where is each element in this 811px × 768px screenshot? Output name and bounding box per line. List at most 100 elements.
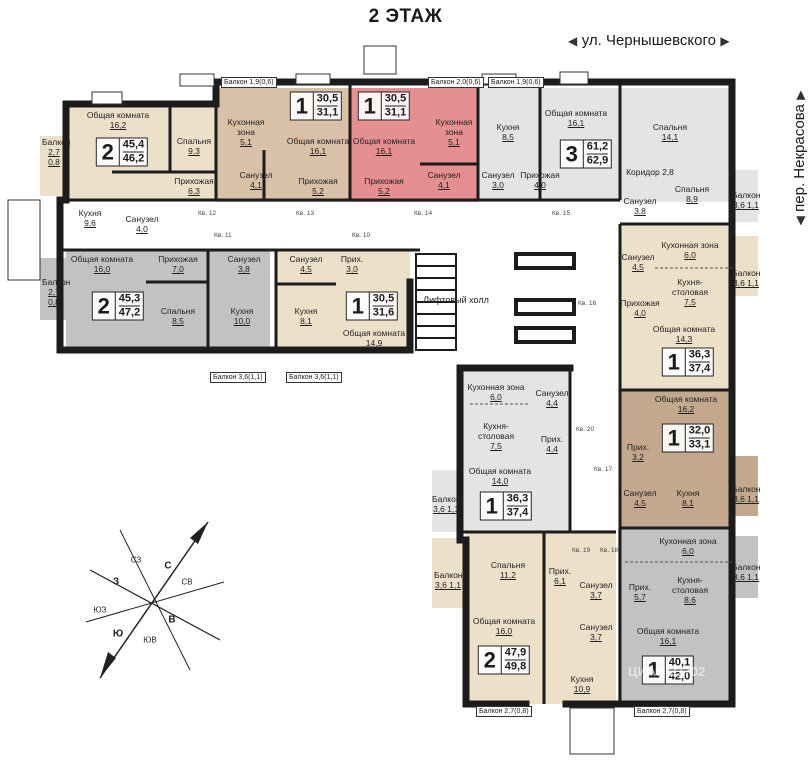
- room-label: Коридор 2,8: [626, 167, 674, 177]
- apt-fill-19: [466, 530, 616, 704]
- kv-label: Кв. 11: [214, 232, 232, 239]
- street-top-label: ◀ ул. Чернышевского ▶: [568, 32, 730, 49]
- balcony-label: Балкон 1,9(0,6): [488, 77, 544, 88]
- lift-hall-label: Лифтовый холл: [423, 295, 489, 305]
- balcony-label: Балкон 3,6(1,1): [286, 372, 342, 383]
- apt-fill-17: [620, 390, 732, 528]
- kv-label: Кв. 20: [576, 426, 595, 433]
- compass-n-label: С: [164, 560, 172, 572]
- kv-label: Кв. 17: [594, 466, 613, 473]
- compass-w-label: З: [112, 576, 120, 588]
- room-label: Прих.5,7: [628, 582, 652, 602]
- compass-s-label: Ю: [112, 628, 124, 640]
- arrow-left-icon: ◀: [568, 34, 578, 48]
- balcony-label: Балкон 2,7(0,8): [476, 706, 532, 717]
- kv-label: Кв. 18: [600, 547, 619, 554]
- room-label: Прих.3,2: [626, 442, 650, 462]
- balcony-label: Балкон 3,6(1,1): [210, 372, 266, 383]
- kv-label: Кв. 16: [578, 300, 597, 307]
- arrow-right-icon: ▶: [720, 34, 730, 48]
- kv-label: Кв. 19: [572, 547, 591, 554]
- room-label: Прих.3,0: [340, 254, 364, 274]
- compass-rose: [85, 521, 225, 679]
- floor-title: 2 ЭТАЖ: [368, 6, 443, 27]
- kv-label: Кв. 12: [198, 210, 217, 217]
- compass-sw-label: ЮЗ: [93, 605, 107, 615]
- compass-e-label: В: [168, 614, 176, 626]
- balcony-label: Балкон 2,7(0,8): [634, 706, 690, 717]
- watermark: ЦИАН 27702: [628, 664, 706, 679]
- room-label: Прих.6,1: [548, 566, 572, 586]
- compass-se-label: ЮВ: [143, 635, 157, 645]
- balcony-label: Балкон 2,0(0,6): [428, 77, 484, 88]
- balcony-label: Балкон 1,9(0,6): [221, 77, 277, 88]
- kv-label: Кв. 15: [552, 210, 571, 217]
- room-label: Прих.4,4: [540, 434, 564, 454]
- kv-label: Кв. 13: [296, 210, 315, 217]
